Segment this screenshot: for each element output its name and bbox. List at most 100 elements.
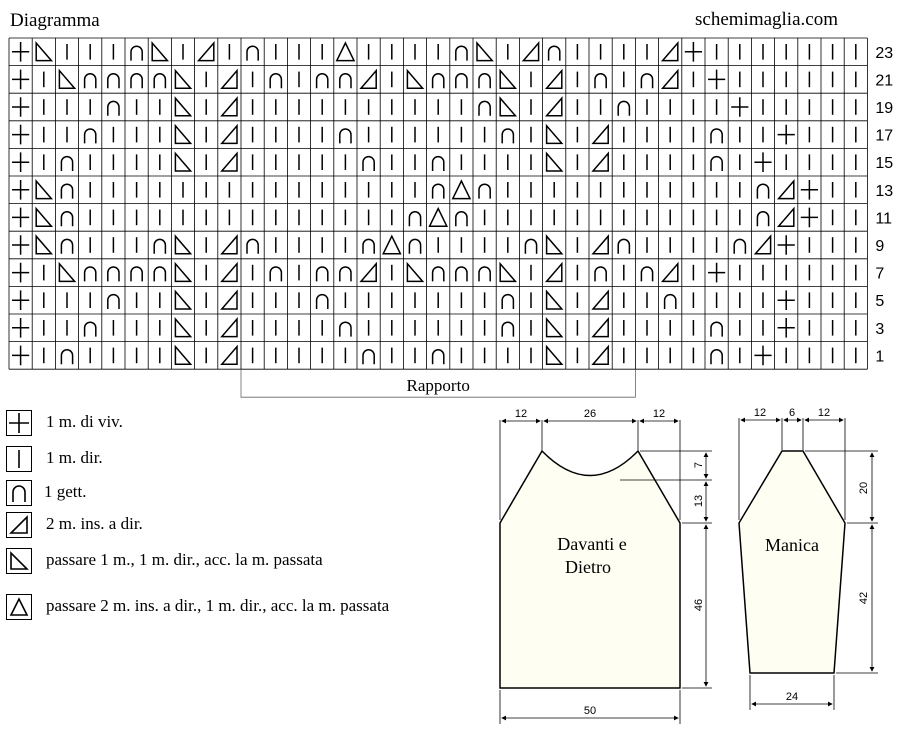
plus-icon: [12, 262, 30, 283]
arch-icon: [455, 45, 468, 61]
triangle-icon: [335, 41, 356, 62]
arch-icon: [501, 321, 515, 337]
right-triangle-icon: [591, 289, 609, 310]
arch-icon: [547, 45, 561, 61]
arch-icon: [640, 266, 654, 282]
arch-icon: [60, 155, 74, 171]
sleeve-piece: [738, 450, 846, 674]
arch-icon: [455, 73, 468, 89]
left-triangle-icon: [406, 261, 425, 283]
legend-text: 1 gett.: [44, 482, 87, 501]
left-triangle-icon: [545, 344, 564, 365]
arch-icon: [315, 266, 329, 282]
left-triangle-icon: [35, 40, 54, 62]
arch-icon: [756, 183, 770, 199]
left-triangle-icon: [545, 123, 564, 145]
right-triangle-icon: [220, 344, 238, 365]
body-label-line2: Dietro: [565, 557, 611, 577]
arch-icon: [617, 238, 631, 254]
arch-icon: [83, 321, 97, 337]
left-triangle-icon: [174, 261, 193, 283]
arch-icon: [339, 266, 352, 282]
arch-icon: [153, 73, 167, 89]
left-triangle-icon: [499, 68, 518, 89]
dim-sleeve-bottom: 24: [786, 691, 798, 703]
arch-icon: [339, 321, 352, 337]
dim-body-neck: 7: [693, 462, 705, 468]
dim-sleeve-top-right: 12: [818, 407, 830, 419]
arch-icon: [269, 266, 283, 282]
left-triangle-icon: [545, 316, 564, 338]
legend: 1 m. di viv. 1 m. dir. 1 gett. 2 m. ins.…: [6, 410, 486, 630]
arch-icon: [60, 349, 74, 365]
dim-sleeve-length: 42: [858, 592, 870, 604]
row-number: 19: [875, 100, 893, 117]
right-triangle-icon: [776, 206, 795, 227]
arch-icon: [710, 321, 723, 337]
plus-icon: [12, 42, 30, 62]
right-triangle-icon: [591, 151, 609, 172]
right-triangle-icon: [6, 512, 32, 538]
plus-icon: [12, 69, 30, 90]
plus-icon: [12, 207, 30, 228]
row-number: 21: [875, 72, 893, 89]
row-number: 1: [875, 348, 884, 365]
arch-icon: [107, 293, 120, 309]
arch-icon: [478, 100, 491, 116]
arch-icon: [617, 100, 631, 116]
left-triangle-icon: [499, 261, 518, 283]
legend-text: passare 1 m., 1 m. dir., acc. la m. pass…: [46, 550, 323, 569]
dim-body-bottom: 50: [584, 705, 596, 717]
arch-icon: [246, 45, 259, 61]
dim-body-side: 46: [693, 599, 705, 611]
left-triangle-icon: [476, 40, 494, 62]
arch-icon: [60, 238, 74, 254]
plus-icon: [754, 152, 772, 172]
dim-sleeve-cap: 20: [858, 482, 870, 494]
repeat-label: Rapporto: [407, 376, 470, 395]
arch-icon: [408, 238, 422, 254]
arch-icon: [756, 211, 770, 227]
body-piece: [499, 449, 681, 689]
right-triangle-icon: [220, 123, 238, 145]
row-number: 23: [875, 45, 893, 62]
row-number: 9: [875, 238, 884, 255]
sleeve-label: Manica: [765, 535, 819, 555]
arch-icon: [640, 73, 654, 89]
arch-icon: [710, 155, 723, 171]
arch-icon: [6, 480, 32, 506]
right-triangle-icon: [220, 151, 238, 172]
arch-icon: [431, 155, 445, 171]
triangle-icon: [6, 594, 32, 620]
arch-icon: [478, 266, 491, 282]
arch-icon: [710, 128, 723, 144]
arch-icon: [362, 349, 375, 365]
row-number: 17: [875, 128, 893, 145]
dim-body-top-mid: 26: [584, 408, 596, 420]
row-number: 11: [875, 210, 892, 227]
left-triangle-icon: [174, 289, 193, 310]
arch-icon: [408, 211, 422, 227]
legend-text: passare 2 m. ins. a dir., 1 m. dir., acc…: [46, 596, 390, 615]
arch-icon: [501, 128, 515, 144]
right-triangle-icon: [660, 261, 679, 283]
right-triangle-icon: [220, 96, 238, 117]
arch-icon: [107, 266, 120, 282]
arch-icon: [130, 73, 143, 89]
right-triangle-icon: [660, 40, 679, 62]
arch-icon: [83, 73, 97, 89]
right-triangle-icon: [591, 316, 609, 338]
plus-icon: [12, 235, 30, 255]
left-triangle-icon: [174, 123, 193, 145]
arch-icon: [501, 293, 515, 309]
legend-text: 2 m. ins. a dir.: [46, 514, 143, 533]
left-triangle-icon: [406, 68, 425, 89]
plus-icon: [777, 124, 795, 145]
right-triangle-icon: [660, 68, 679, 89]
legend-text: 1 m. di viv.: [46, 412, 123, 431]
right-triangle-icon: [220, 316, 238, 338]
arch-icon: [663, 293, 677, 309]
plus-icon: [12, 345, 30, 366]
arch-icon: [455, 266, 468, 282]
